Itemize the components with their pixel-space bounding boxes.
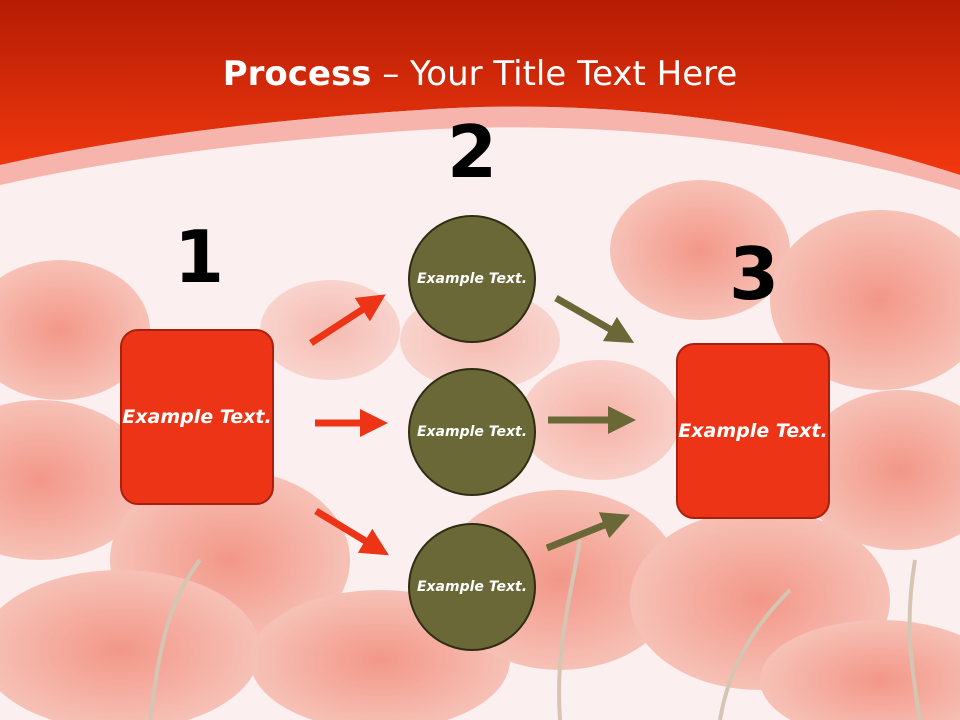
arrow-bottom-to-3 bbox=[545, 512, 630, 552]
step-3-text: Example Text. bbox=[678, 419, 828, 442]
circle-bottom-text: Example Text. bbox=[416, 578, 528, 595]
step-number-1: 1 bbox=[173, 215, 225, 299]
circle-middle: Example Text. bbox=[408, 368, 536, 496]
title-rest: – Your Title Text Here bbox=[371, 54, 738, 94]
arrow-top-to-3 bbox=[554, 294, 635, 343]
slide-title: Process – Your Title Text Here bbox=[0, 52, 960, 96]
title-bold: Process bbox=[222, 54, 372, 94]
step-3-box: Example Text. bbox=[676, 343, 830, 519]
arrow-1-to-bottom bbox=[314, 508, 389, 556]
step-1-box: Example Text. bbox=[120, 329, 274, 505]
arrow-1-to-top bbox=[309, 294, 386, 346]
circle-top-text: Example Text. bbox=[416, 270, 528, 287]
step-number-3: 3 bbox=[728, 232, 780, 316]
circle-top: Example Text. bbox=[408, 215, 536, 343]
circle-bottom: Example Text. bbox=[408, 523, 536, 651]
circle-middle-text: Example Text. bbox=[416, 423, 528, 440]
step-number-2: 2 bbox=[446, 110, 498, 194]
step-1-text: Example Text. bbox=[122, 405, 272, 428]
